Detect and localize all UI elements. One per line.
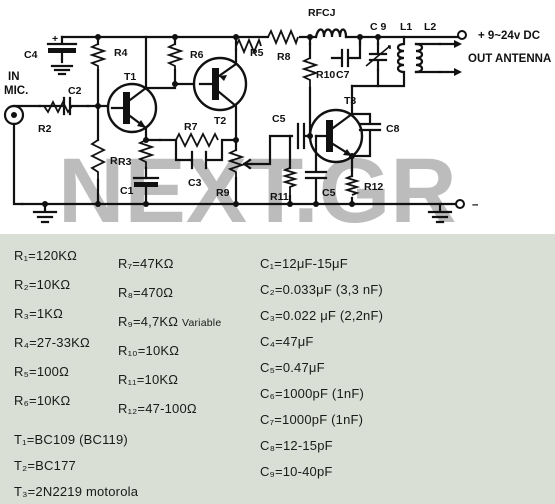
r6-label: R6 <box>190 49 204 61</box>
r5-resistor <box>235 37 262 55</box>
l2-coil <box>414 42 424 74</box>
c7-label: C7 <box>336 69 350 81</box>
r4-label: R4 <box>114 47 128 59</box>
supply-terminal <box>457 30 467 40</box>
part-r9: R₉=4,7KΩ Variable <box>118 314 221 329</box>
part-r8: R₈=470Ω <box>118 285 174 300</box>
l1-label: L1 <box>400 21 412 33</box>
c8-label: C8 <box>386 123 400 135</box>
r-label: R <box>110 155 118 167</box>
part-c5: C₅=0.47μF <box>260 360 325 375</box>
parts-list: R₁=120KΩ R₂=10KΩ R₃=1KΩ R₄=27-33KΩ R₅=10… <box>0 234 555 504</box>
r6-resistor <box>166 43 184 70</box>
r3-resistor <box>137 139 155 168</box>
part-r10: R₁₀=10KΩ <box>118 343 180 358</box>
part-c7: C₇=1000pF (1nF) <box>260 412 364 427</box>
part-r9-value: R₉=4,7KΩ <box>118 314 179 329</box>
r7-label: R7 <box>184 121 198 133</box>
part-r9-note: Variable <box>182 317 222 329</box>
part-r12: R₁₂=47-100Ω <box>118 401 197 416</box>
part-c9: C₉=10-40pF <box>260 464 333 479</box>
rfcj-choke <box>314 28 348 39</box>
rfcj-label: RFCJ <box>308 7 336 19</box>
part-c8: C₈=12-15pF <box>260 438 333 453</box>
r-resistor <box>89 139 107 180</box>
part-c2: C₂=0.033μF (3,3 nF) <box>260 282 383 297</box>
t2-label: T2 <box>214 115 226 127</box>
input-label-mic: MIC. <box>4 85 28 97</box>
part-r1: R₁=120KΩ <box>14 248 78 263</box>
junction-dots <box>42 34 381 207</box>
part-r3: R₃=1KΩ <box>14 306 64 321</box>
c5-label-shunt: C5 <box>322 187 336 199</box>
ground-symbol-left <box>32 202 58 224</box>
ground-label: – <box>472 199 479 211</box>
r11-resistor <box>281 167 299 196</box>
part-r5: R₅=100Ω <box>14 364 70 379</box>
part-r11: R₁₁=10KΩ <box>118 372 179 387</box>
part-t3: T₃=2N2219 motorola <box>14 484 139 499</box>
ground-symbol-right <box>427 202 453 224</box>
supply-label: + 9~24v DC <box>478 30 540 42</box>
ground-terminal <box>455 199 465 209</box>
r10-resistor <box>301 57 319 88</box>
r2-resistor <box>43 99 73 115</box>
r3-label: R3 <box>118 156 132 168</box>
c2-label: C2 <box>68 85 82 97</box>
r11-label: R11 <box>270 191 289 203</box>
r12-label: R12 <box>364 181 383 193</box>
part-r7: R₇=47KΩ <box>118 256 174 271</box>
t2-transistor <box>192 48 248 142</box>
r9-label: R9 <box>216 187 230 199</box>
part-r2: R₂=10KΩ <box>14 277 71 292</box>
part-r6: R₆=10KΩ <box>14 393 71 408</box>
r5-label: R5 <box>250 47 264 59</box>
circuit-schematic: NEXT.GR + 9~24v DC R8 RFCJ – C4 + IN MIC… <box>3 7 551 232</box>
l2-label: L2 <box>424 21 436 33</box>
r2-label: R2 <box>38 123 52 135</box>
input-label-in: IN <box>8 71 20 83</box>
part-c3: C₃=0.022 μF (2,2nF) <box>260 308 384 323</box>
c9-label: C 9 <box>370 21 387 33</box>
r9-potentiometer <box>227 149 245 178</box>
r7-resistor <box>175 131 219 149</box>
c4-label: C4 <box>24 49 38 61</box>
part-t2: T₂=BC177 <box>14 458 76 473</box>
part-c6: C₆=1000pF (1nF) <box>260 386 364 401</box>
r12-resistor <box>343 175 361 196</box>
part-c4: C₄=47μF <box>260 334 314 349</box>
r8-resistor <box>267 28 299 46</box>
t3-label: T3 <box>344 95 356 107</box>
watermark: NEXT.GR <box>58 140 457 232</box>
r10-label: R10 <box>316 69 335 81</box>
t1-label: T1 <box>124 71 136 83</box>
t1-transistor <box>106 35 158 134</box>
r8-label: R8 <box>277 51 291 63</box>
l1-coil <box>376 35 406 88</box>
part-t1: T₁=BC109 (BC119) <box>14 432 128 447</box>
out-antenna-label: OUT ANTENNA <box>468 53 551 65</box>
c5-label-series: C5 <box>272 113 286 125</box>
c3-label: C3 <box>188 177 202 189</box>
part-c1: C₁=12μF-15μF <box>260 256 348 271</box>
r4-resistor <box>89 43 107 70</box>
c1-label: C1 <box>120 185 134 197</box>
part-r4: R₄=27-33KΩ <box>14 335 90 350</box>
c4-plus: + <box>52 33 58 45</box>
